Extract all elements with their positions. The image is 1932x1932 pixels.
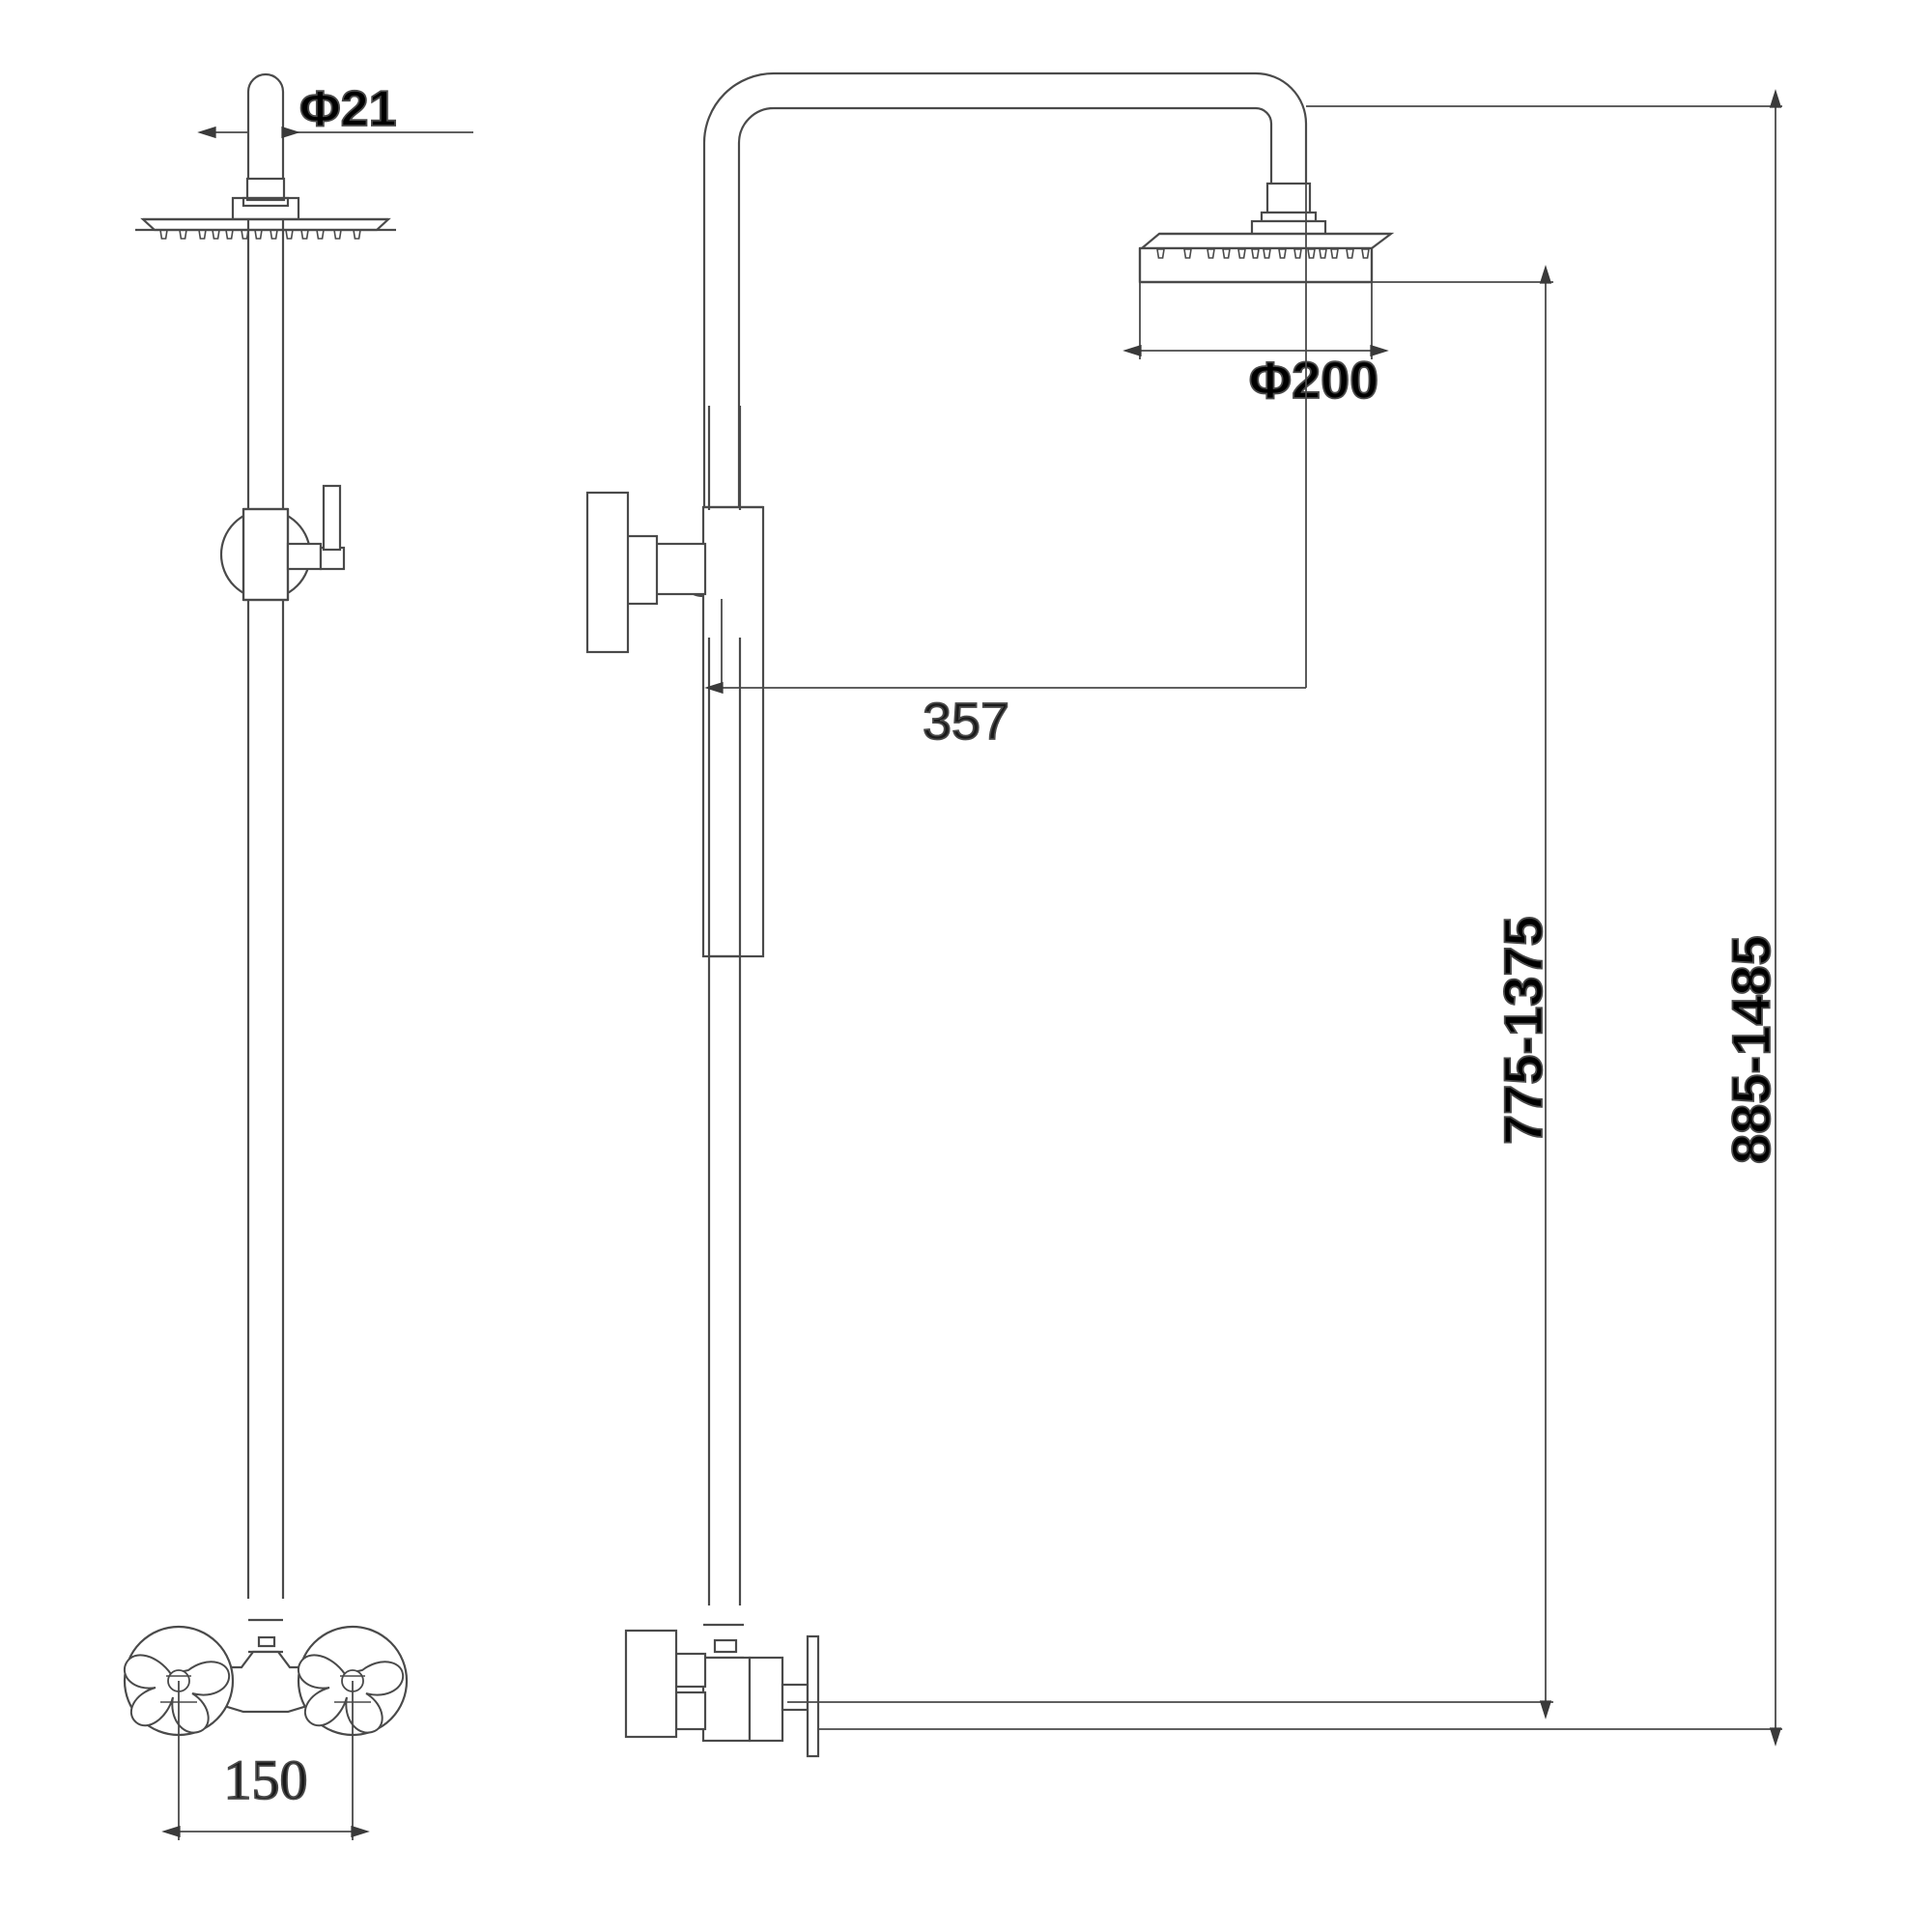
dimension-label-pipe-diameter: Φ21 [299, 81, 397, 137]
side-riser-lower [707, 638, 742, 1605]
side-view [585, 71, 1395, 1758]
dimension-label-arm-projection: 357 [923, 693, 1009, 751]
dimension-arm-projection [704, 184, 1307, 695]
dimension-label-riser-adjust-range: 775-1375 [1492, 916, 1553, 1145]
front-view [123, 72, 409, 1737]
front-riser-top-cap [246, 72, 285, 179]
dimension-label-overall-height-range: 885-1485 [1720, 935, 1781, 1164]
front-shower-head-plate [135, 217, 396, 232]
dimension-handle-centres [161, 1681, 370, 1840]
dimension-label-shower-head-width: Φ200 [1249, 352, 1378, 410]
dimension-label-handle-centres: 150 [224, 1748, 308, 1811]
side-shower-arm [702, 71, 1308, 512]
front-riser-lower [246, 600, 285, 1599]
dimension-layer: Φ21 Φ200 357 150 [161, 80, 1782, 1840]
dimension-riser-adjust-range [787, 265, 1553, 1719]
side-riser-upper [707, 406, 742, 510]
front-diverter [219, 484, 346, 602]
dimension-shower-head-width [1122, 282, 1389, 359]
dimension-overall-height-range [818, 89, 1782, 1747]
front-riser-upper [246, 219, 285, 510]
side-diverter [585, 491, 765, 958]
side-mixer [624, 1623, 820, 1758]
